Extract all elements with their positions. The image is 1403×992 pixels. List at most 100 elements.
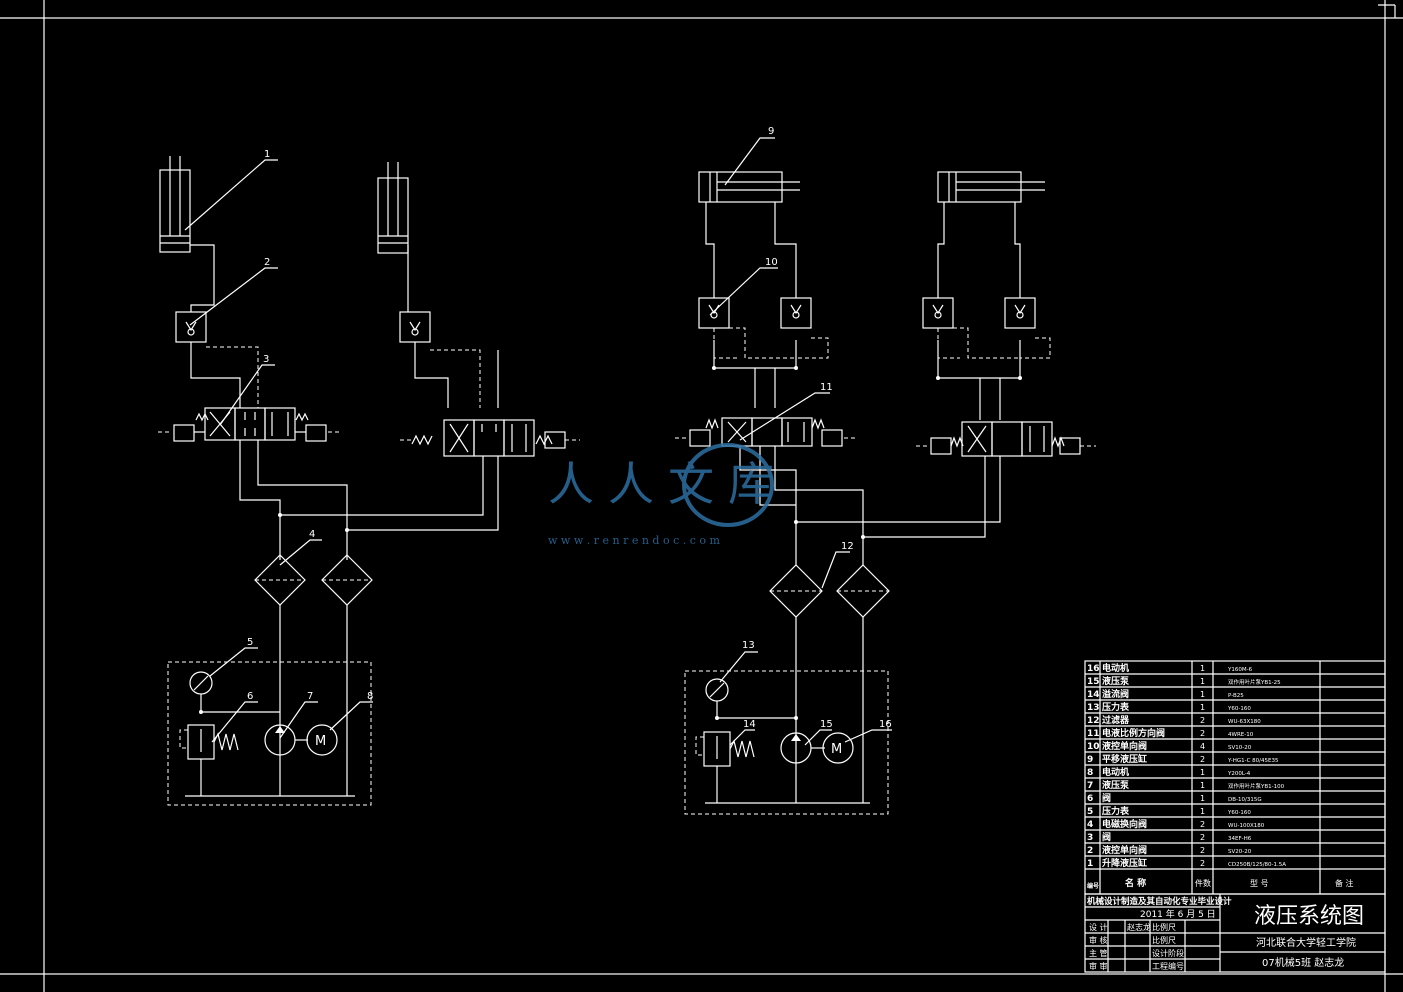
part-no: 16 <box>1087 664 1100 674</box>
part-qty: 2 <box>1200 729 1205 738</box>
tb-role: 主 管 <box>1089 948 1108 958</box>
callout-9: 9 <box>768 126 774 137</box>
power-unit-frame-right <box>684 670 889 815</box>
part-no: 11 <box>1087 729 1100 739</box>
part-name: 升降液压缸 <box>1102 857 1147 869</box>
part-name: 阀 <box>1102 792 1111 804</box>
translation-cylinder-9b <box>937 171 1045 203</box>
tb-name: 赵志龙 <box>1127 922 1151 932</box>
part-no: 12 <box>1087 716 1100 726</box>
part-no: 14 <box>1087 690 1100 700</box>
parts-header-spec: 型 号 <box>1250 879 1269 888</box>
part-qty: 1 <box>1200 677 1205 686</box>
part-spec: WU-63X180 <box>1228 719 1261 725</box>
callout-leaders <box>184 137 892 746</box>
translation-cylinder-9a <box>698 171 800 203</box>
part-no: 8 <box>1087 768 1093 778</box>
proportional-valve-11b <box>916 421 1096 457</box>
callout-11: 11 <box>820 382 833 393</box>
part-spec: 4WRE-10 <box>1228 732 1254 738</box>
part-no: 6 <box>1087 794 1093 804</box>
callout-5: 5 <box>247 637 253 648</box>
tb-field: 比例尺 <box>1152 922 1176 932</box>
drawing-date: 2011 年 6 月 5 日 <box>1140 908 1216 920</box>
part-no: 10 <box>1087 742 1100 752</box>
proportional-valve-11a <box>675 417 858 447</box>
left-lift-system: M <box>158 156 580 806</box>
part-qty: 4 <box>1200 742 1205 751</box>
part-spec: Y200L-4 <box>1227 771 1251 777</box>
part-name: 溢流阀 <box>1102 688 1129 700</box>
callout-numbers: 1 2 3 4 5 6 7 8 9 10 11 12 13 14 15 16 <box>247 126 892 730</box>
callout-14: 14 <box>743 719 756 730</box>
filter-4b <box>321 554 373 606</box>
part-qty: 2 <box>1200 716 1205 725</box>
callout-15: 15 <box>820 719 833 730</box>
svg-text:M: M <box>315 734 326 749</box>
motor-8 <box>306 724 338 756</box>
filter-4a <box>254 554 306 606</box>
part-name: 阀 <box>1102 831 1111 843</box>
part-qty: 2 <box>1200 833 1205 842</box>
drawing-title: 液压系统图 <box>1254 904 1364 929</box>
part-name: 电液比例方向阀 <box>1102 727 1165 739</box>
check-valve-2b <box>399 311 431 343</box>
part-spec: 双作用叶片泵YB1-25 <box>1228 678 1281 686</box>
check-valve-10d <box>1004 297 1036 329</box>
directional-valve-3a <box>158 407 342 442</box>
part-spec: Y-HG1-C 80/45E35 <box>1227 758 1279 764</box>
part-name: 压力表 <box>1102 701 1130 713</box>
part-name: 电磁换向阀 <box>1102 818 1147 830</box>
part-qty: 1 <box>1200 690 1205 699</box>
lift-cylinder-1 <box>159 156 191 253</box>
callout-12: 12 <box>841 541 854 552</box>
check-valve-10a <box>698 297 730 329</box>
callout-3: 3 <box>263 354 269 365</box>
part-qty: 1 <box>1200 664 1205 673</box>
part-spec: Y60-160 <box>1227 810 1251 816</box>
check-valve-10b <box>780 297 812 329</box>
callout-6: 6 <box>247 691 253 702</box>
part-spec: WU-100X180 <box>1228 823 1265 829</box>
part-no: 3 <box>1087 833 1093 843</box>
part-spec: 双作用叶片泵YB1-100 <box>1228 782 1285 790</box>
part-qty: 1 <box>1200 768 1205 777</box>
author-line: 07机械5班 赵志龙 <box>1262 956 1344 969</box>
part-no: 7 <box>1087 781 1093 791</box>
callout-16: 16 <box>879 719 892 730</box>
part-spec: Y60-160 <box>1227 706 1251 712</box>
tb-role: 审 核 <box>1089 935 1108 945</box>
part-name: 液控单向阀 <box>1102 844 1147 856</box>
parts-header-note: 备 注 <box>1335 878 1354 888</box>
parts-header-name: 名 称 <box>1125 877 1146 889</box>
part-name: 电动机 <box>1102 766 1129 778</box>
watermark-logo-ring <box>682 443 774 527</box>
part-name: 液压泵 <box>1102 779 1130 791</box>
part-qty: 2 <box>1200 846 1205 855</box>
callout-4: 4 <box>309 529 315 540</box>
callout-1: 1 <box>264 149 270 160</box>
part-name: 平移液压缸 <box>1102 753 1147 765</box>
part-name: 压力表 <box>1102 805 1130 817</box>
part-name: 过滤器 <box>1102 714 1130 726</box>
watermark: 人人文库 w w w . r e n r e n d o c . c o m <box>548 443 788 547</box>
part-no: 5 <box>1087 807 1093 817</box>
tb-field: 比例尺 <box>1152 935 1176 945</box>
part-qty: 2 <box>1200 755 1205 764</box>
motor-16 <box>822 732 854 764</box>
callout-8: 8 <box>367 691 373 702</box>
part-name: 电动机 <box>1102 662 1129 674</box>
relief-valve-6 <box>179 724 239 760</box>
part-no: 9 <box>1087 755 1093 765</box>
school-name: 河北联合大学轻工学院 <box>1256 936 1356 949</box>
tb-field: 设计阶段 <box>1152 948 1184 958</box>
part-qty: 1 <box>1200 794 1205 803</box>
part-qty: 2 <box>1200 859 1205 868</box>
part-qty: 1 <box>1200 807 1205 816</box>
watermark-text: 人人文库 <box>548 457 788 511</box>
part-spec: CD250B/125/80-1.5A <box>1228 862 1286 868</box>
part-no: 15 <box>1087 677 1100 687</box>
